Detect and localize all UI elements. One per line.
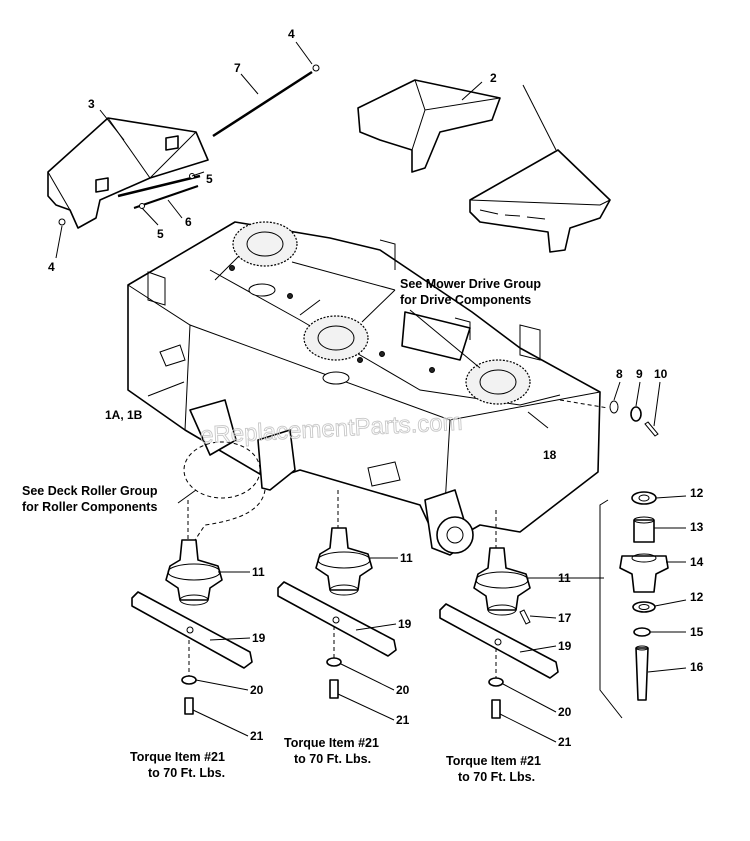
- note-drive-line2: for Drive Components: [400, 293, 531, 307]
- spindle-assembly-right: [473, 510, 531, 616]
- callout-16: 16: [690, 660, 704, 674]
- callout-20-right: 20: [558, 705, 572, 719]
- washers-and-bolts: [181, 626, 504, 719]
- spindle-exploded-parts: [599, 491, 669, 719]
- note-drive-line1: See Mower Drive Group: [400, 277, 541, 291]
- rods-and-pins: [58, 64, 320, 226]
- callout-15: 15: [690, 625, 704, 639]
- callout-3: 3: [88, 97, 95, 111]
- note-torque-center-line2: to 70 Ft. Lbs.: [294, 752, 371, 766]
- notes: See Mower Drive Group for Drive Componen…: [22, 277, 541, 784]
- callout-11-center: 11: [400, 551, 413, 565]
- note-torque-left-line2: to 70 Ft. Lbs.: [148, 766, 225, 780]
- callout-numbers: 3 2 4 7 5 6 5 4 1A, 1B 8 9 10 18 12 13 1…: [48, 27, 704, 749]
- note-torque-left-line1: Torque Item #21: [130, 750, 225, 764]
- callout-12-bottom: 12: [690, 590, 704, 604]
- callout-19-left: 19: [252, 631, 266, 645]
- callout-6: 6: [185, 215, 192, 229]
- callout-21-right: 21: [558, 735, 572, 749]
- callout-7: 7: [234, 61, 241, 75]
- callout-10: 10: [654, 367, 668, 381]
- part-1-mower-deck: [127, 221, 601, 556]
- callout-17: 17: [558, 611, 572, 625]
- callout-2: 2: [490, 71, 497, 85]
- callout-11-right: 11: [558, 571, 571, 585]
- callout-8: 8: [616, 367, 623, 381]
- roller-outline: [183, 441, 261, 499]
- callout-12-top: 12: [690, 486, 704, 500]
- note-roller-line1: See Deck Roller Group: [22, 484, 158, 498]
- callout-13: 13: [690, 520, 704, 534]
- blades: [131, 581, 559, 679]
- note-torque-right-line1: Torque Item #21: [446, 754, 541, 768]
- deck-pulleys: [232, 221, 531, 405]
- spindle-assembly-left: [165, 500, 223, 606]
- callout-19-center: 19: [398, 617, 412, 631]
- callout-21-left: 21: [250, 729, 264, 743]
- note-torque-right-line2: to 70 Ft. Lbs.: [458, 770, 535, 784]
- spindle-assembly-center: [315, 490, 373, 596]
- part-17-fitting: [519, 609, 531, 625]
- callout-4-left: 4: [48, 260, 55, 274]
- callout-11-left: 11: [252, 565, 265, 579]
- callout-14: 14: [690, 555, 704, 569]
- callout-18: 18: [543, 448, 557, 462]
- note-torque-center-line1: Torque Item #21: [284, 736, 379, 750]
- callout-4-top: 4: [288, 27, 295, 41]
- callout-5-left: 5: [157, 227, 164, 241]
- callout-1a-1b: 1A, 1B: [105, 408, 143, 422]
- callout-20-left: 20: [250, 683, 264, 697]
- callout-5-right: 5: [206, 172, 213, 186]
- parts-8-9-10-hardware: [559, 399, 659, 437]
- callout-20-center: 20: [396, 683, 410, 697]
- note-roller-line2: for Roller Components: [22, 500, 157, 514]
- part-3-cover: [47, 117, 209, 229]
- part-2-belt-covers: [357, 79, 611, 253]
- callout-19-right: 19: [558, 639, 572, 653]
- callout-21-center: 21: [396, 713, 410, 727]
- callout-9: 9: [636, 367, 643, 381]
- leader-lines: [55, 41, 687, 743]
